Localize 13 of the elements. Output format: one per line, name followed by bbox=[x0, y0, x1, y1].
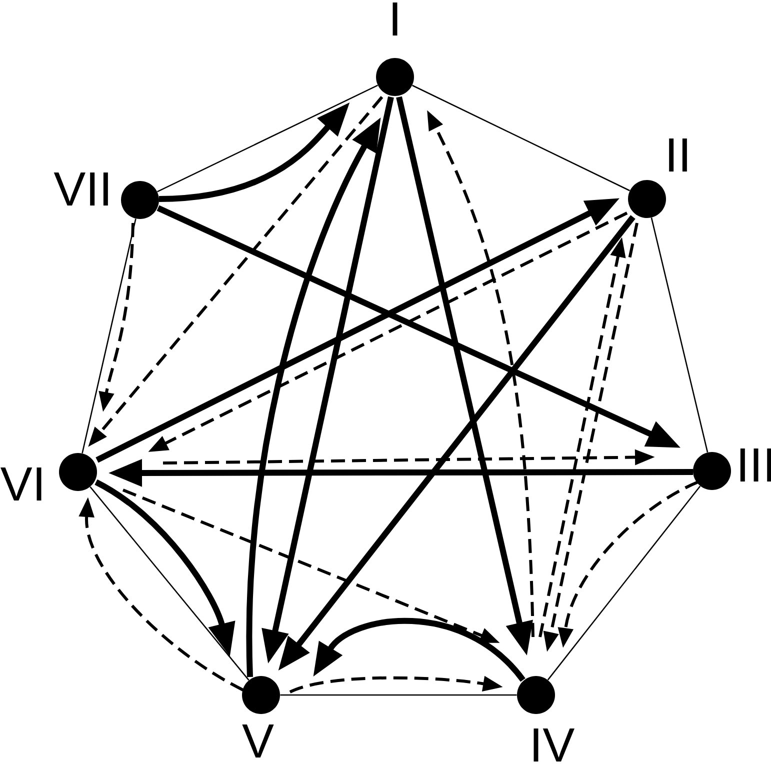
vertex-label: VI bbox=[0, 468, 42, 501]
vertex-label: IV bbox=[534, 728, 574, 762]
line bbox=[280, 694, 517, 696]
line bbox=[547, 486, 701, 680]
line bbox=[650, 218, 708, 452]
line bbox=[82, 218, 136, 454]
vertex-label: I bbox=[392, 2, 398, 36]
line bbox=[157, 84, 378, 192]
vertex-label: V bbox=[242, 724, 274, 758]
line bbox=[412, 84, 630, 192]
vertex-label: II bbox=[669, 138, 687, 172]
vertex-label: VII bbox=[54, 172, 108, 206]
line bbox=[90, 486, 250, 681]
